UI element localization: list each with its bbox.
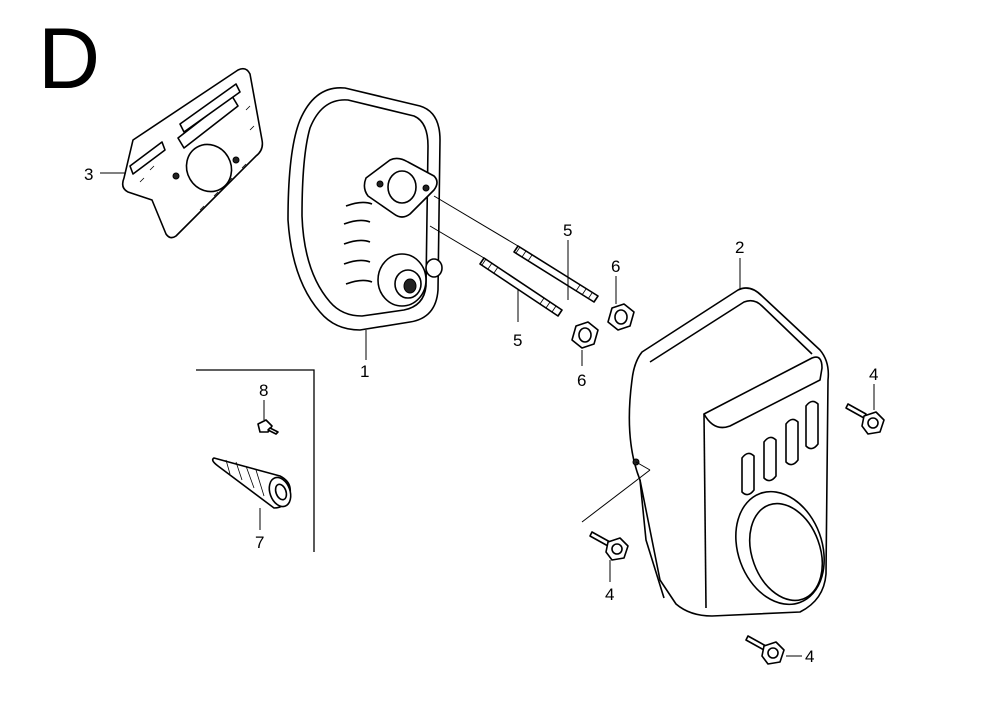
protector-bolt-bottom — [745, 635, 785, 665]
callout-5-lower: 5 — [513, 331, 522, 350]
callout-6-lower: 6 — [577, 371, 586, 390]
section-letter: D — [38, 11, 101, 107]
arrester-screw — [257, 419, 279, 435]
callout-4-left: 4 — [605, 585, 614, 604]
stud-upper — [513, 245, 599, 303]
callout-3: 3 — [84, 165, 93, 184]
protector-bolt-left — [589, 531, 629, 561]
callout-2: 2 — [735, 238, 744, 257]
muffler-gasket-plate — [121, 67, 264, 239]
nut-lower — [571, 321, 599, 349]
callout-7: 7 — [255, 533, 264, 552]
protector-bolt-right — [845, 403, 885, 435]
callout-4-right: 4 — [869, 365, 878, 384]
nut-upper — [607, 303, 635, 331]
spark-arrester — [211, 457, 292, 509]
callout-6-upper: 6 — [611, 257, 620, 276]
callout-8: 8 — [259, 381, 268, 400]
spark-arrester-group-frame — [196, 369, 315, 552]
muffler-protector — [628, 287, 830, 617]
callout-5-upper: 5 — [563, 221, 572, 240]
leader-lines — [100, 172, 875, 657]
muffler — [287, 87, 443, 331]
callout-4-bottom: 4 — [805, 647, 814, 666]
stud-lower — [479, 257, 563, 317]
callout-1: 1 — [360, 362, 369, 381]
